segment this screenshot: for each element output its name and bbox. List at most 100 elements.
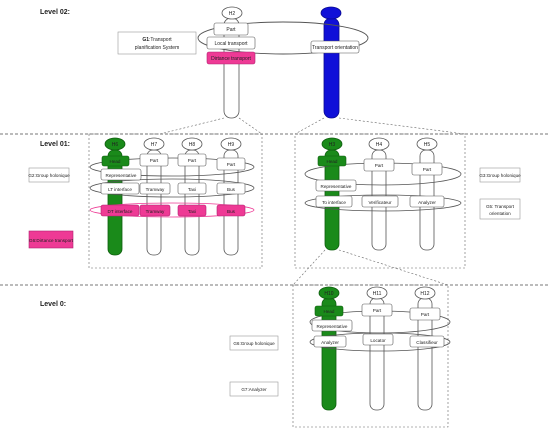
to-interface-box (315, 195, 353, 208)
h3-head-label: H3 (329, 142, 336, 148)
h9-head-label: H9 (228, 142, 235, 148)
h11-head-label: H11 (373, 291, 382, 297)
g5-label-line1: G5: Transport (486, 204, 515, 209)
h10-head-ellipse (318, 286, 340, 300)
bus-pink-label: Bus (227, 209, 236, 214)
g2-label-box (28, 167, 70, 183)
h6-head-ellipse (104, 137, 126, 151)
g2-ring-top (89, 157, 255, 177)
g5-label-box (479, 198, 521, 220)
tramway-box (139, 182, 171, 195)
level1-label: Level 01: (40, 141, 70, 148)
transport-orientation-box (310, 40, 360, 54)
g2-ring-middle (89, 178, 255, 198)
h6-head-box-label: Head (110, 159, 121, 164)
g1-rest: :Transport (149, 37, 172, 43)
h2-distance-transport-box (206, 51, 256, 65)
left-representative-label: Representative (106, 173, 137, 178)
svg-text:G1:Transport: G1:Transport (142, 37, 172, 43)
h6-holon: H6 (104, 137, 126, 256)
h2-part-box (213, 22, 249, 36)
level0-label: Level 0: (40, 301, 66, 308)
analyzer-l0-box (313, 335, 347, 348)
level1-right-container (294, 133, 466, 269)
level0-container (292, 284, 449, 428)
h7-head-label: H7 (151, 142, 158, 148)
lt-interface-box (100, 182, 140, 195)
h11-part-box (361, 303, 393, 317)
bus-pink-box (216, 204, 246, 217)
h2-head-ellipse (221, 6, 243, 20)
g6-group-label-box (229, 335, 279, 351)
h4-head-label: H4 (376, 142, 383, 148)
h10-head-box-label: Head (324, 309, 335, 314)
h11-part-label: Part (373, 308, 382, 313)
classifieur-label: Classifieur (416, 340, 438, 345)
analyzer-l0-label: Analyzer (321, 340, 339, 345)
h8-head-ellipse (181, 137, 203, 151)
h10-head-label: H10 (324, 291, 333, 297)
g5-label-line2: orientation (489, 211, 511, 216)
taxi-pink-box (177, 204, 207, 217)
h12-holon: H12 (414, 286, 436, 411)
dt-interface-box (100, 204, 140, 217)
h8-part-box (177, 153, 207, 167)
classifieur-box (409, 335, 445, 348)
g3-label-box (479, 167, 521, 183)
g1-ring (197, 21, 369, 55)
g6-distance-transport-label: G6:Dirtance transport (29, 238, 74, 243)
g1-bold: G1 (142, 37, 149, 43)
blue-pillar (323, 17, 340, 119)
level1-left-container (88, 133, 263, 269)
level2-label: Level 02: (40, 9, 70, 16)
to-interface-label: To interface (322, 200, 346, 205)
connector-blue-right (338, 117, 466, 135)
h5-part-box (411, 162, 443, 176)
h9-part-box (216, 157, 246, 171)
left-representative-box (100, 168, 142, 181)
g7-level0-ring (309, 332, 451, 352)
h3-holon: H3 (321, 137, 343, 251)
h2-local-transport-label: Local transport (214, 41, 248, 47)
g2-label: G2:Group holonique (28, 173, 70, 178)
verificateur-box (361, 195, 399, 208)
h2-local-transport-box (206, 36, 256, 50)
taxi-label: Taxi (188, 187, 196, 192)
taxi-pink-label: Taxi (188, 209, 196, 214)
h7-head-ellipse (143, 137, 165, 151)
h8-part-label: Part (188, 158, 197, 163)
connector-h2-left (159, 117, 225, 135)
h9-head-ellipse (220, 137, 242, 151)
g6-group-label: G6:Group holonique (233, 341, 275, 346)
connector-blue-left (294, 117, 325, 135)
h4-part-box (363, 158, 395, 172)
blue-head-ellipse (320, 6, 342, 20)
locator-box (362, 333, 394, 346)
tramway-pink-label: Tramway (146, 209, 165, 214)
g5-ring (304, 194, 462, 212)
h2-part-label: Part (226, 27, 236, 33)
h12-head-ellipse (414, 286, 436, 300)
g1-line2: planification System (135, 45, 179, 51)
connector-h3-left (292, 249, 326, 286)
analyzer-l1-box (409, 195, 445, 208)
h7-part-box (139, 153, 169, 167)
connector-h2-right (238, 117, 263, 135)
h3-head-box (317, 155, 347, 167)
locator-label: Locator (370, 338, 386, 343)
h2-head-label: H2 (229, 11, 236, 17)
lt-interface-label: LT interface (108, 187, 132, 192)
h6-head-box (101, 155, 130, 167)
h8-holon: H8 (181, 137, 203, 256)
h3-head-ellipse (321, 137, 343, 151)
h11-holon: H11 (366, 286, 388, 411)
g7-label: G7:Analyzer (241, 387, 267, 392)
bus-label: Bus (227, 187, 236, 192)
g1-label-box: G1:Transport planification System (117, 31, 197, 55)
right-representative-label: Representative (321, 184, 352, 189)
h4-holon: H4 (368, 137, 390, 251)
tramway-pink-box (139, 204, 171, 217)
h4-part-label: Part (375, 163, 384, 168)
analyzer-l1-label: Analyzer (418, 200, 436, 205)
